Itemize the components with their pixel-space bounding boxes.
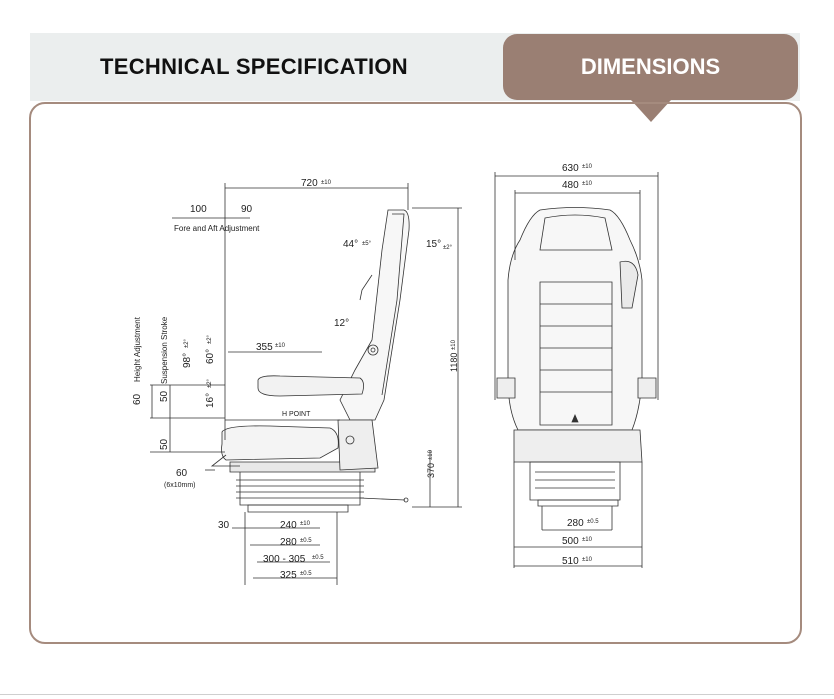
angle-44-tol: ±5° [362, 241, 372, 247]
angle-98-tol: ±2° [184, 338, 190, 348]
dim-1180-tol: ±10 [451, 339, 457, 350]
dim-280-front: 280 [567, 518, 584, 529]
angle-60: 60° [205, 349, 216, 364]
side-view-seat [210, 209, 410, 513]
dim-1180: 1180 [449, 353, 459, 372]
angle-16: 16° [205, 393, 216, 408]
dim-720: 720 [301, 178, 318, 189]
front-view-seat [496, 207, 657, 507]
dim-355: 355 [256, 342, 273, 353]
susp-stroke-label: Suspension Stroke [160, 316, 169, 384]
dim-480: 480 [562, 180, 579, 191]
dim-510-tol: ±10 [582, 557, 593, 563]
dim-fore-aft-100: 100 [190, 204, 207, 215]
tab-dimensions-label: DIMENSIONS [580, 54, 721, 79]
dim-30: 30 [218, 520, 230, 531]
dim-510: 510 [562, 556, 579, 567]
angle-44: 44° [343, 239, 358, 250]
dim-280-front-tol: ±0.5 [587, 519, 599, 525]
dim-240-tol: ±10 [300, 521, 311, 527]
dim-500: 500 [562, 536, 579, 547]
dim-500-tol: ±10 [582, 537, 593, 543]
dim-370-tol: ±10 [428, 449, 434, 460]
h-point-label: H POINT [282, 411, 311, 418]
angle-15-tol: ±2° [443, 245, 453, 251]
dimensions-panel [29, 102, 802, 644]
dim-720-tol: ±10 [321, 180, 332, 186]
dim-325-tol: ±0.5 [300, 571, 312, 577]
dim-300-305-tol: ±0.5 [312, 555, 324, 561]
side-view-dimension-lines [150, 183, 462, 585]
tab-pointer [631, 100, 671, 122]
bottom-divider [0, 694, 834, 695]
angle-60-tol: ±2° [207, 334, 213, 344]
height-adj-value: 60 [132, 393, 143, 405]
dim-630: 630 [562, 163, 579, 174]
dim-325: 325 [280, 570, 297, 581]
slot-60: 60 [176, 468, 188, 479]
dim-630-tol: ±10 [582, 164, 593, 170]
height-adj-label: Height Adjustment [133, 316, 142, 382]
dim-280-side-tol: ±0.5 [300, 538, 312, 544]
dim-300-305: 300 - 305 [263, 554, 306, 565]
angle-98: 98° [182, 353, 193, 368]
dim-fore-aft-90: 90 [241, 204, 253, 215]
dim-370: 370 [426, 463, 436, 478]
fore-aft-label: Fore and Aft Adjustment [174, 224, 260, 233]
dim-240: 240 [280, 520, 297, 531]
dim-280-side: 280 [280, 537, 297, 548]
page-title: TECHNICAL SPECIFICATION [100, 54, 408, 79]
slot-size: (6x10mm) [164, 482, 196, 489]
angle-15: 15° [426, 239, 441, 250]
tab-dimensions[interactable]: DIMENSIONS [503, 34, 798, 100]
dim-355-tol: ±10 [275, 343, 286, 349]
dim-50-lower: 50 [159, 438, 170, 450]
front-view-dimension-lines [494, 172, 659, 568]
angle-16-tol: ±2° [207, 378, 213, 388]
angle-12: 12° [334, 318, 349, 329]
susp-stroke-value: 50 [159, 390, 170, 402]
dim-480-tol: ±10 [582, 181, 593, 187]
